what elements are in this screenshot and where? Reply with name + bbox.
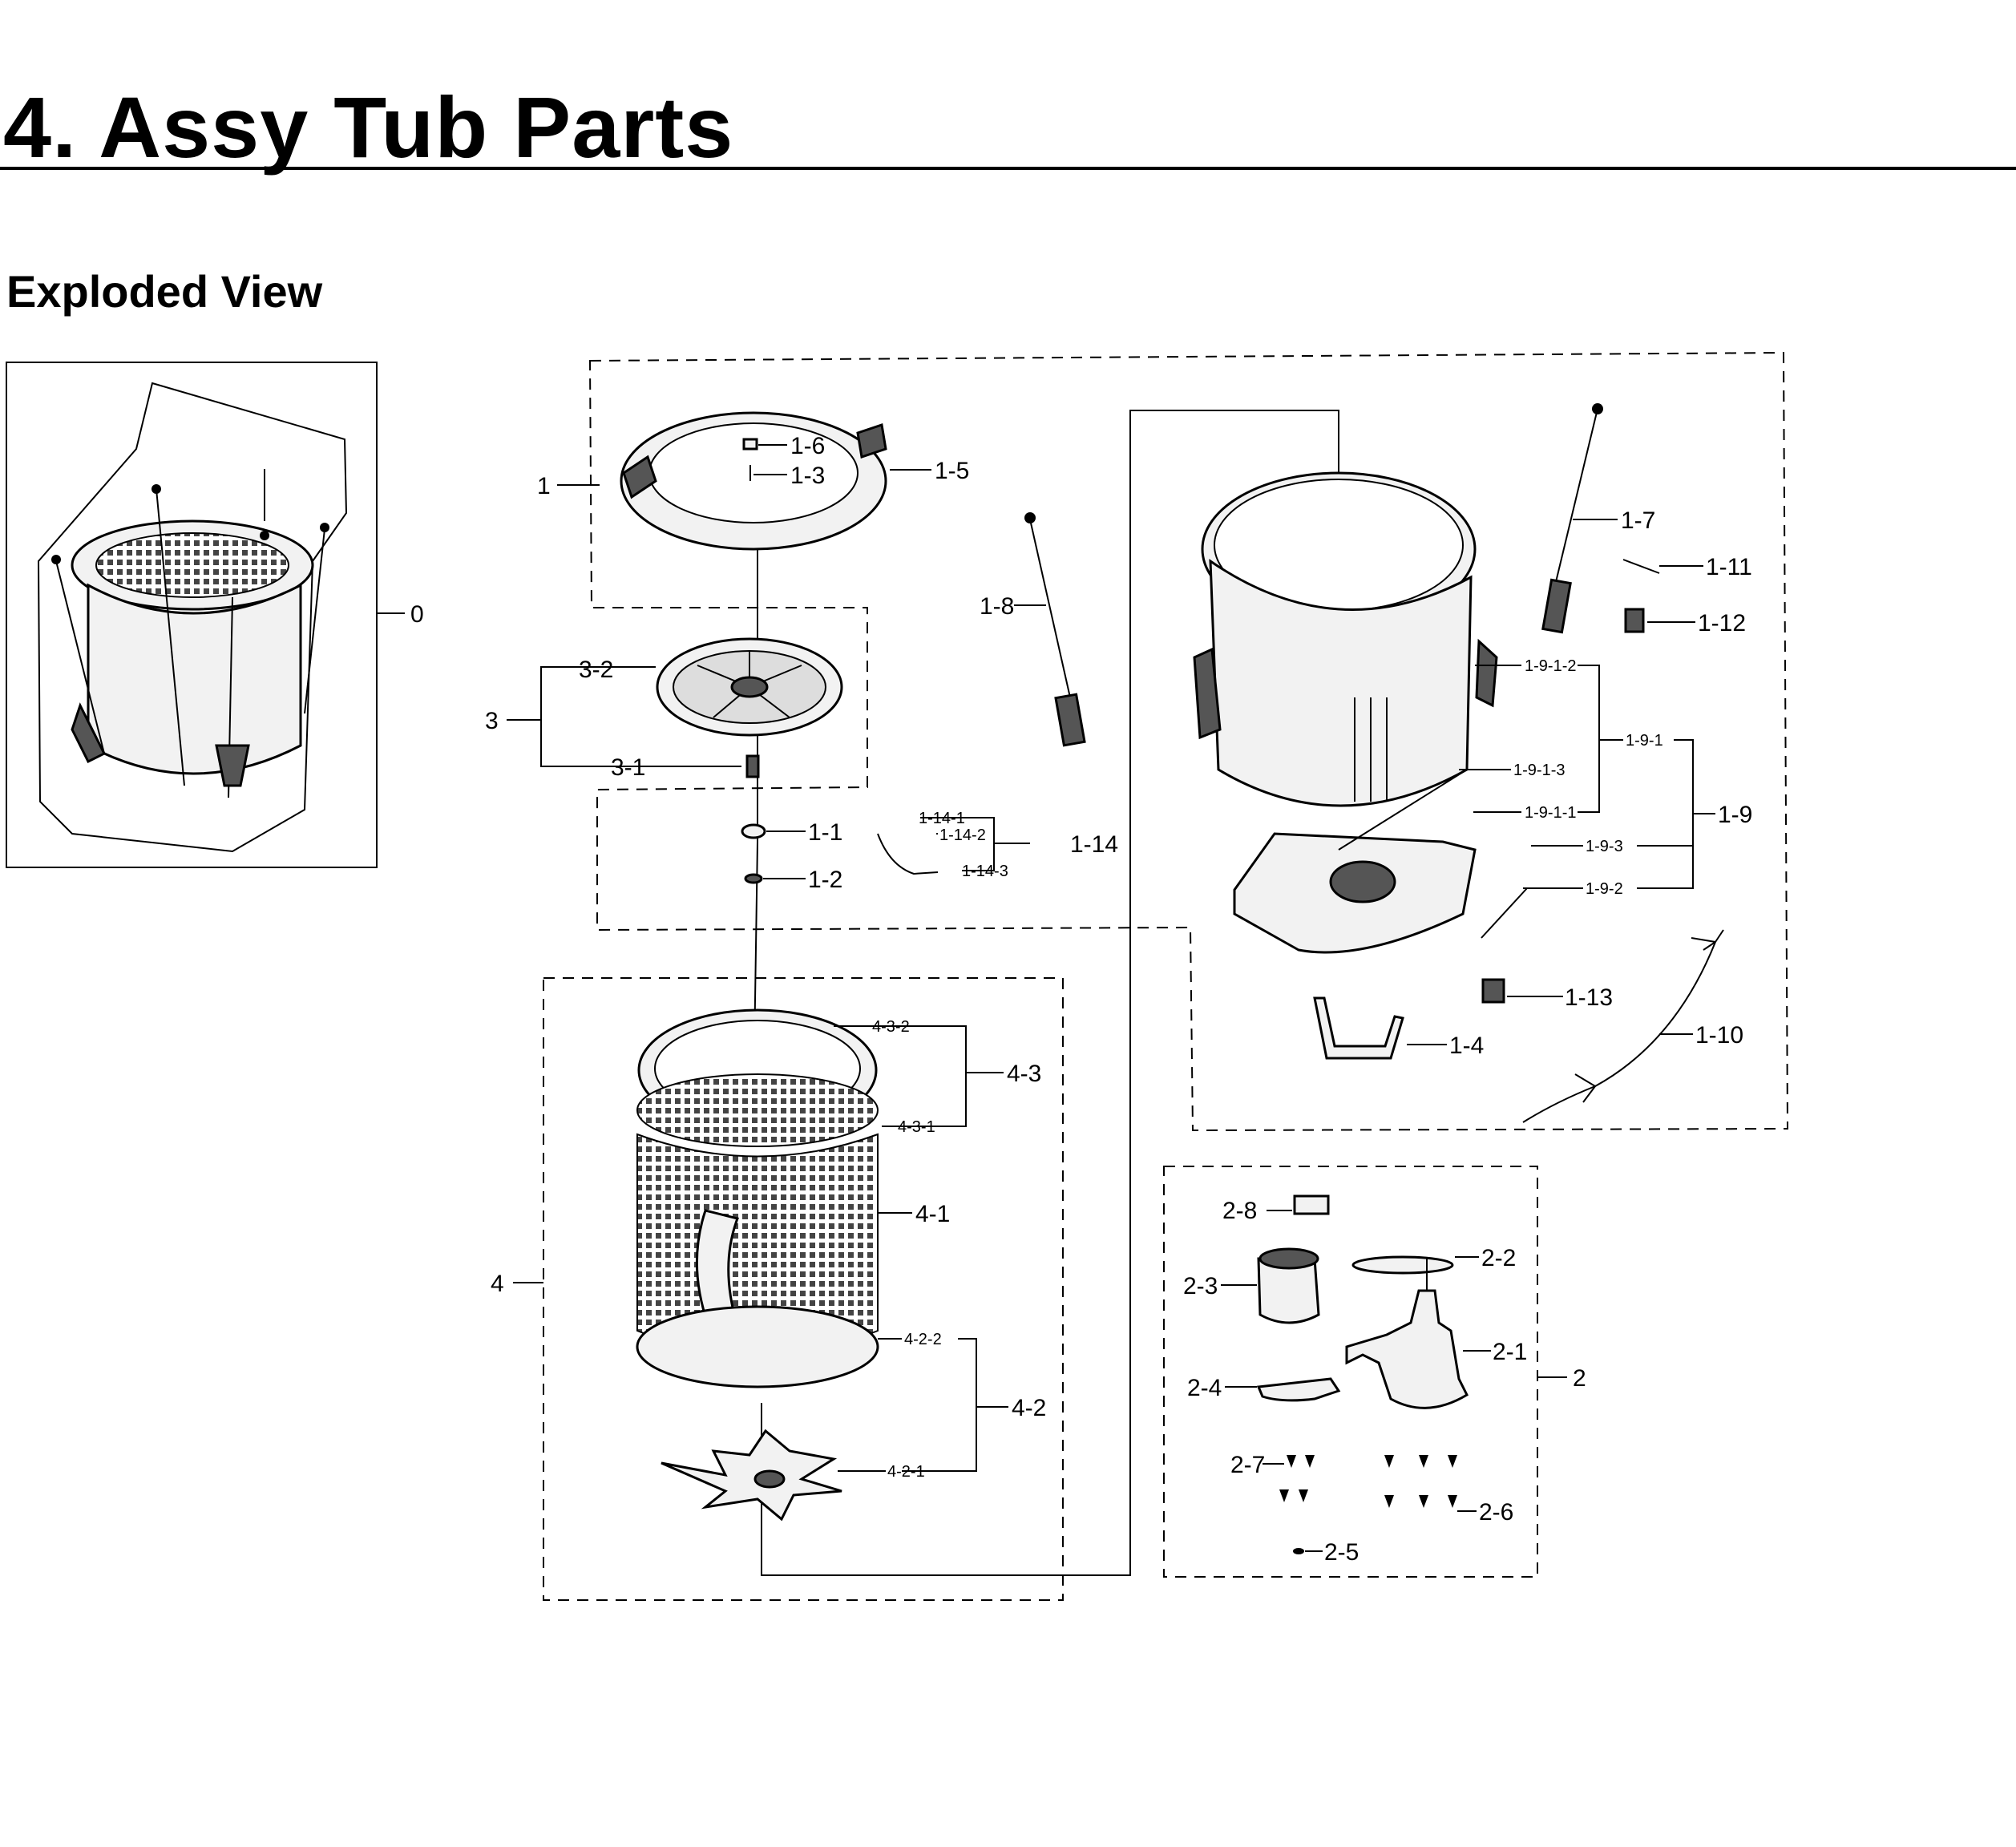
callout-4-2-2: 4-2-2: [904, 1331, 942, 1348]
sensor-1-9-2: [1481, 887, 1528, 939]
callout-1-9: 1-9: [1718, 802, 1752, 828]
callout-4-2-1: 4-2-1: [887, 1463, 925, 1481]
callout-1-10: 1-10: [1695, 1022, 1743, 1049]
callout-3: 3: [485, 708, 499, 734]
callout-4-1: 4-1: [915, 1201, 950, 1227]
callout-1-7: 1-7: [1621, 507, 1655, 534]
callout-2-2: 2-2: [1481, 1245, 1516, 1271]
callout-1-9-1-2: 1-9-1-2: [1525, 657, 1576, 675]
section-title: Exploded View: [6, 266, 323, 317]
callout-1-14-3: 1-14-3: [962, 863, 1008, 880]
callout-2-5: 2-5: [1324, 1539, 1359, 1566]
callout-4: 4: [491, 1271, 504, 1297]
callout-2-6: 2-6: [1479, 1499, 1513, 1526]
callout-1-9-1-3: 1-9-1-3: [1513, 762, 1565, 779]
part-1-13: [1481, 978, 1505, 1004]
callout-1-9-1-1: 1-9-1-1: [1525, 804, 1576, 822]
callout-1-9-2: 1-9-2: [1586, 880, 1623, 898]
callout-1-4: 1-4: [1449, 1033, 1484, 1059]
suspension-rod-1-8: 1-8: [980, 512, 1086, 747]
callout-0: 0: [410, 601, 424, 628]
callout-2-4: 2-4: [1187, 1375, 1222, 1401]
callout-1-6: 1-6: [790, 433, 825, 459]
callout-1: 1: [537, 473, 551, 499]
callout-1-9-3: 1-9-3: [1586, 838, 1623, 855]
callout-3-1: 3-1: [611, 754, 645, 781]
overview-frame: [6, 362, 378, 868]
callout-3-2: 3-2: [579, 657, 613, 683]
callout-1-14: 1-14: [1070, 831, 1118, 858]
wire-harness: 1-10: [1522, 929, 1743, 1123]
callout-1-11: 1-11: [1706, 554, 1752, 580]
callout-1-14-2: 1-14-2: [939, 827, 986, 844]
overview-outline: [37, 382, 348, 853]
overview-assembly: 0: [6, 362, 424, 868]
callout-1-5: 1-5: [935, 458, 969, 484]
group-1-boundary: [588, 351, 1789, 1132]
suspension-rod-1-7: 1-7: [1541, 403, 1655, 634]
callout-4-2: 4-2: [1012, 1395, 1046, 1421]
callout-4-3-2: 4-3-2: [872, 1018, 910, 1036]
part-2-6: [1384, 1455, 1457, 1508]
title-rule: [0, 167, 2016, 170]
part-2-3: [1257, 1257, 1320, 1324]
callout-1-3: 1-3: [790, 463, 825, 489]
tub-flange: [661, 1429, 842, 1522]
inner-tub-basket: [636, 1073, 879, 1388]
part-2-4: [1256, 1377, 1341, 1402]
callout-1-13: 1-13: [1565, 984, 1613, 1011]
callout-4-3-1: 4-3-1: [898, 1118, 935, 1136]
balancer-ring: [620, 411, 887, 551]
outer-tub: [1193, 471, 1498, 807]
callout-1-12: 1-12: [1698, 610, 1746, 637]
callout-2-7: 2-7: [1230, 1452, 1265, 1478]
tub-base: [1233, 769, 1477, 954]
pulsator: [656, 637, 843, 737]
group-boundaries: [543, 351, 1789, 1601]
callout-1-14-1: 1-14-1: [919, 810, 965, 827]
nut-washer: 1-1 1-2: [741, 819, 842, 893]
part-2-2: [1351, 1255, 1454, 1275]
callout-2: 2: [1573, 1365, 1586, 1392]
part-2-1: [1345, 1289, 1469, 1409]
part-2-7: [1279, 1455, 1315, 1502]
drain-hose: 1-14-1 1-14-2 1-14-3 1-14: [877, 810, 1118, 880]
callout-1-9-1: 1-9-1: [1626, 732, 1663, 750]
callout-4-3: 4-3: [1007, 1061, 1041, 1087]
callout-2-8: 2-8: [1222, 1198, 1257, 1224]
callout-2-3: 2-3: [1183, 1273, 1218, 1299]
part-1-12: [1624, 608, 1645, 633]
part-2-8: [1293, 1194, 1330, 1215]
part-1-4: [1313, 996, 1404, 1060]
part-2-5: [1293, 1548, 1304, 1554]
overview-tub-body: [87, 583, 302, 775]
pulsator-bolt: [745, 754, 760, 778]
callout-1-1: 1-1: [808, 819, 842, 846]
callout-1-2: 1-2: [808, 867, 842, 893]
group-4-boundary: [543, 977, 1064, 1601]
callout-1-8: 1-8: [980, 593, 1014, 620]
group-2-boundary: [1163, 1166, 1538, 1578]
callout-2-1: 2-1: [1493, 1339, 1527, 1365]
page-title: 4. Assy Tub Parts: [3, 79, 734, 176]
